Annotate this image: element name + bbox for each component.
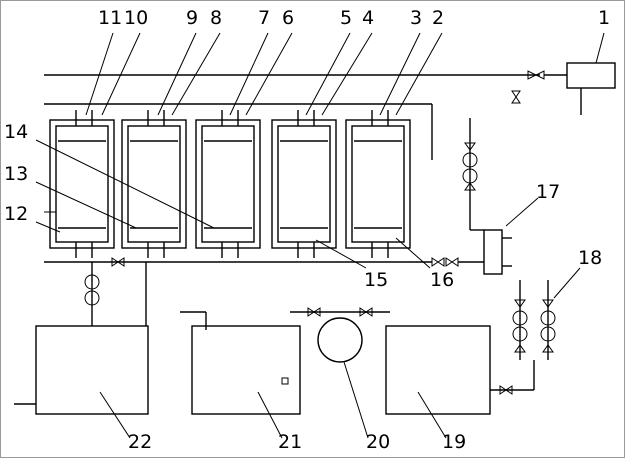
label-12: 12 xyxy=(4,203,28,225)
unit-1-tank xyxy=(566,62,616,89)
label-22: 22 xyxy=(128,431,152,453)
label-13: 13 xyxy=(4,163,28,185)
label-21: 21 xyxy=(278,431,302,453)
label-7: 7 xyxy=(258,7,270,29)
reactor-unit-d xyxy=(271,110,337,258)
tank-19 xyxy=(385,325,491,415)
leader-lines xyxy=(35,32,605,439)
pump-top-right xyxy=(462,142,478,191)
pump-group-18 xyxy=(512,299,556,353)
label-3: 3 xyxy=(410,7,422,29)
reactor-unit-e xyxy=(345,110,411,258)
reactor-unit-a xyxy=(49,110,115,258)
label-8: 8 xyxy=(210,7,222,29)
small-valve-symbol xyxy=(511,90,521,104)
tank-21 xyxy=(191,325,301,415)
label-15: 15 xyxy=(364,269,388,291)
label-18: 18 xyxy=(578,247,602,269)
label-9: 9 xyxy=(186,7,198,29)
label-10: 10 xyxy=(124,7,148,29)
tank-21-marker xyxy=(281,377,289,385)
label-14: 14 xyxy=(4,121,28,143)
label-17: 17 xyxy=(536,181,560,203)
separator-17 xyxy=(483,229,512,275)
valve-pair-lower xyxy=(431,257,459,267)
pump-left xyxy=(84,274,100,306)
label-16: 16 xyxy=(430,269,454,291)
valve-to-19 xyxy=(499,385,513,395)
label-20: 20 xyxy=(366,431,390,453)
label-4: 4 xyxy=(362,7,374,29)
valve-left-small xyxy=(111,257,125,267)
valves-vessel-20 xyxy=(307,307,373,317)
label-11: 11 xyxy=(98,7,122,29)
label-19: 19 xyxy=(442,431,466,453)
label-1: 1 xyxy=(598,7,610,29)
reactor-unit-c xyxy=(195,110,261,258)
vessel-20 xyxy=(317,317,363,363)
tank-22 xyxy=(35,325,149,415)
label-6: 6 xyxy=(282,7,294,29)
reactor-unit-b xyxy=(121,110,187,258)
label-2: 2 xyxy=(432,7,444,29)
label-5: 5 xyxy=(340,7,352,29)
